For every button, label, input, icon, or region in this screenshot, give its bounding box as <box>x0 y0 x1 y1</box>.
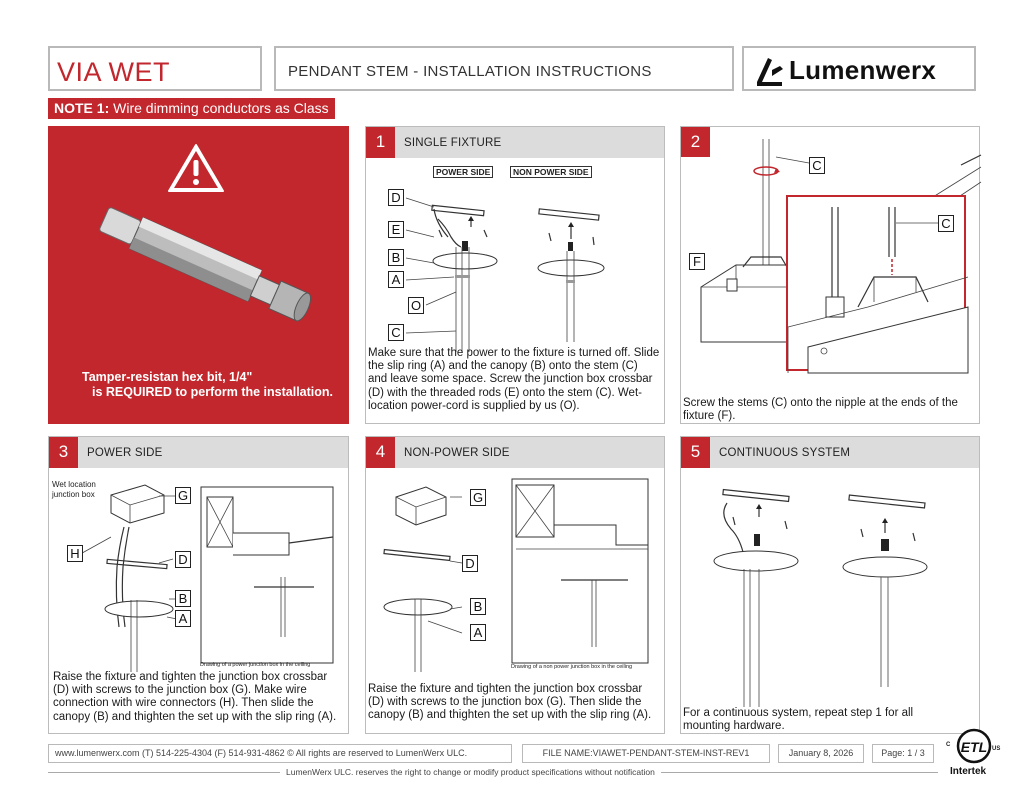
step-1-label-b: B <box>388 249 404 266</box>
step-1-label-o: O <box>408 297 424 314</box>
step-1-label-a: A <box>388 271 404 288</box>
step-1-diagram <box>366 127 666 307</box>
hex-bit-panel: Tamper-resistan hex bit, 1/4" is REQUIRE… <box>48 126 349 424</box>
step-1-label-c: C <box>388 324 404 341</box>
step-3-label-d: D <box>175 551 191 568</box>
step-4-label-b: B <box>470 598 486 615</box>
step-3-text: Raise the fixture and tighten the juncti… <box>53 671 343 724</box>
etl-certification-mark: ETL C US Intertek <box>944 726 1004 782</box>
brand-logo: Lumenwerx <box>742 46 976 91</box>
step-1-label-e: E <box>388 221 404 238</box>
step-2-label-c-top: C <box>809 157 825 174</box>
etl-mark-intertek: Intertek <box>950 766 986 777</box>
step-3-diagram <box>49 437 349 667</box>
footer-file-name: FILE NAME:VIAWET-PENDANT-STEM-INST-REV1 <box>522 744 770 763</box>
product-name: VIA WET <box>48 46 262 91</box>
footer-date: January 8, 2026 <box>778 744 864 763</box>
step-2-panel: 2 C C F Screw the stems (C) onto the nip… <box>680 126 980 424</box>
note-banner: NOTE 1: Wire dimming conductors as Class <box>48 98 335 119</box>
step-3-caption: Drawing of a power junction box in the c… <box>200 662 310 668</box>
hex-bit-requirement: is REQUIRED to perform the installation. <box>82 385 333 400</box>
step-2-text: Screw the stems (C) onto the nipple at t… <box>683 397 975 423</box>
brand-name: Lumenwerx <box>789 55 936 86</box>
step-4-diagram <box>366 437 666 667</box>
step-4-text: Raise the fixture and tighten the juncti… <box>368 683 658 723</box>
footer-page: Page: 1 / 3 <box>872 744 934 763</box>
footer-disclaimer: LumenWerx ULC. reserves the right to cha… <box>280 767 661 777</box>
hex-bit-image <box>48 186 348 346</box>
footer-contact: www.lumenwerx.com (T) 514-225-4304 (F) 5… <box>48 744 512 763</box>
step-1-label-d: D <box>388 189 404 206</box>
etl-mark-icon: ETL <box>952 726 996 766</box>
step-3-label-g: G <box>175 487 191 504</box>
step-2-label-f: F <box>689 253 705 270</box>
etl-mark-us: US <box>992 746 1000 752</box>
hex-bit-title: Tamper-resistan hex bit, 1/4" <box>82 370 333 385</box>
step-3-label-a: A <box>175 610 191 627</box>
document-title: PENDANT STEM - INSTALLATION INSTRUCTIONS <box>274 46 734 91</box>
step-1-panel: 1 SINGLE FIXTURE POWER SIDE NON POWER SI… <box>365 126 665 424</box>
svg-text:ETL: ETL <box>961 739 987 755</box>
brand-logo-icon <box>752 52 792 92</box>
note-prefix: NOTE 1: <box>54 100 109 116</box>
step-1-text: Make sure that the power to the fixture … <box>368 347 660 413</box>
step-3-label-b: B <box>175 590 191 607</box>
step-4-label-a: A <box>470 624 486 641</box>
step-4-label-d: D <box>462 555 478 572</box>
step-3-panel: 3 POWER SIDE Wet location junction box G… <box>48 436 349 734</box>
step-4-caption: Drawing of a non power junction box in t… <box>511 664 632 670</box>
etl-mark-c: C <box>946 742 950 748</box>
note-text: Wire dimming conductors as Class <box>109 100 328 116</box>
step-5-panel: 5 CONTINUOUS SYSTEM For a continuous sys… <box>680 436 980 734</box>
step-2-detail-box: C <box>786 195 966 371</box>
step-4-label-g: G <box>470 489 486 506</box>
step-3-label-h: H <box>67 545 83 562</box>
step-5-text: For a continuous system, repeat step 1 f… <box>683 707 943 733</box>
step-5-diagram <box>681 437 981 667</box>
hex-bit-caption: Tamper-resistan hex bit, 1/4" is REQUIRE… <box>82 370 333 400</box>
step-4-panel: 4 NON-POWER SIDE G D B A Drawing of a no… <box>365 436 665 734</box>
step-2-label-c-detail: C <box>938 215 954 232</box>
